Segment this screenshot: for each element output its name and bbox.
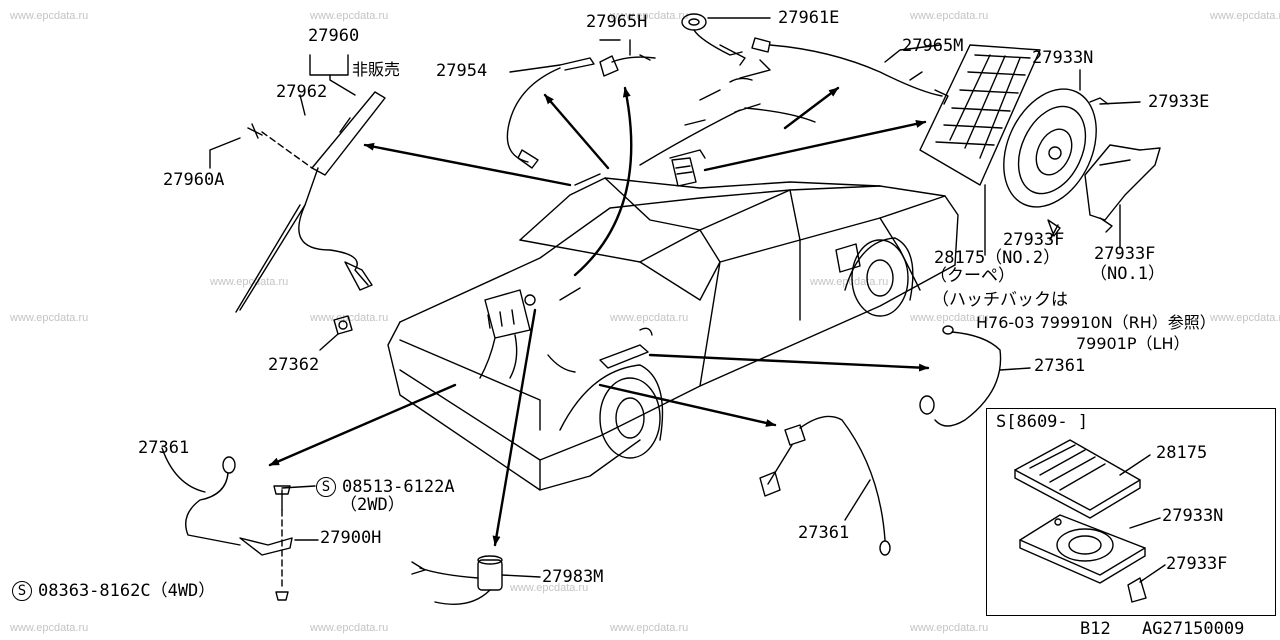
watermark: www.epcdata.ru (910, 312, 989, 324)
watermark: www.epcdata.ru (610, 312, 689, 324)
label-hatch-note-2: H76-03 799910N（RH）参照） (976, 313, 1216, 332)
s-mark-icon: S (316, 477, 336, 497)
watermark: www.epcdata.ru (310, 622, 389, 634)
s-mark-icon: S (12, 581, 32, 601)
label-08363-8162C: 08363-8162C（4WD） (38, 581, 216, 601)
speaker-bracket-27933F (1084, 144, 1161, 249)
footer-page: B12 (1080, 619, 1111, 639)
label-hatch-note-1: （ハッチバックは (932, 290, 1068, 310)
cable-27954 (506, 57, 595, 169)
watermark: www.epcdata.ru (1210, 312, 1280, 324)
inset-label-27933F: 27933F (1166, 554, 1228, 574)
label-27933F-a: 27933F (1003, 230, 1065, 250)
label-no1: （NO.1） (1090, 264, 1165, 284)
label-27361-left: 27361 (138, 438, 190, 458)
ground-cable-27361-left (161, 447, 319, 601)
label-27983M: 27983M (542, 567, 604, 587)
watermark: www.epcdata.ru (910, 10, 989, 22)
inset-box (986, 408, 1276, 616)
label-27933F-b: 27933F (1094, 244, 1156, 264)
label-hatch-note-3: 79901P（LH） (1076, 334, 1190, 353)
label-27965M: 27965M (902, 36, 964, 56)
watermark: www.epcdata.ru (610, 10, 689, 22)
watermark: www.epcdata.ru (610, 622, 689, 634)
noise-filter-27983M (411, 555, 541, 605)
ground-cable-27361-right (919, 325, 1031, 427)
label-27933N: 27933N (1032, 48, 1094, 68)
label-27960A: 27960A (163, 170, 225, 190)
inset-label-28175: 28175 (1156, 443, 1208, 463)
cable-27965M (699, 37, 949, 105)
label-27362: 27362 (268, 355, 320, 375)
antenna-base-27961E (681, 13, 771, 66)
speaker-grille-28175 (919, 44, 1041, 256)
inset-label-27933N: 27933N (1162, 506, 1224, 526)
inset-parts (1014, 439, 1166, 603)
label-27965H: 27965H (586, 12, 648, 32)
label-27361-right: 27361 (1034, 356, 1086, 376)
label-not-for-sale: 非販売 (352, 60, 401, 79)
fender-antenna-27960 (209, 54, 386, 313)
watermark: www.epcdata.ru (10, 622, 89, 634)
label-coupe: （クーペ） (930, 266, 1015, 286)
engine-bay-wiring (479, 287, 653, 379)
watermark: www.epcdata.ru (10, 312, 89, 324)
label-27900H: 27900H (320, 528, 382, 548)
label-27361-bottom: 27361 (798, 523, 850, 543)
grommet-27362 (319, 315, 353, 351)
speaker-27933N (1003, 69, 1141, 241)
label-28175-no2: 28175（NO.2） (934, 248, 1061, 268)
label-2wd: （2WD） (340, 495, 405, 515)
connector-27965H (599, 39, 656, 77)
roof-antenna-cable (574, 103, 816, 187)
label-27962: 27962 (276, 82, 328, 102)
car-body (387, 177, 959, 491)
label-08513-6122A: 08513-6122A (342, 477, 455, 497)
label-27961E: 27961E (778, 8, 840, 28)
watermark: www.epcdata.ru (210, 276, 289, 288)
watermark: www.epcdata.ru (510, 582, 589, 594)
footer-code: AG27150009 (1142, 619, 1245, 639)
watermark: www.epcdata.ru (1210, 10, 1280, 22)
ground-cable-27361-bottom (759, 415, 891, 556)
watermark: www.epcdata.ru (310, 10, 389, 22)
watermark: www.epcdata.ru (910, 622, 989, 634)
inset-serial: S[8609- ] (996, 412, 1089, 432)
watermark: www.epcdata.ru (10, 10, 89, 22)
label-27933E: 27933E (1148, 92, 1210, 112)
label-27960: 27960 (308, 26, 360, 46)
label-27954: 27954 (436, 61, 488, 81)
pointer-arrows (268, 86, 930, 547)
